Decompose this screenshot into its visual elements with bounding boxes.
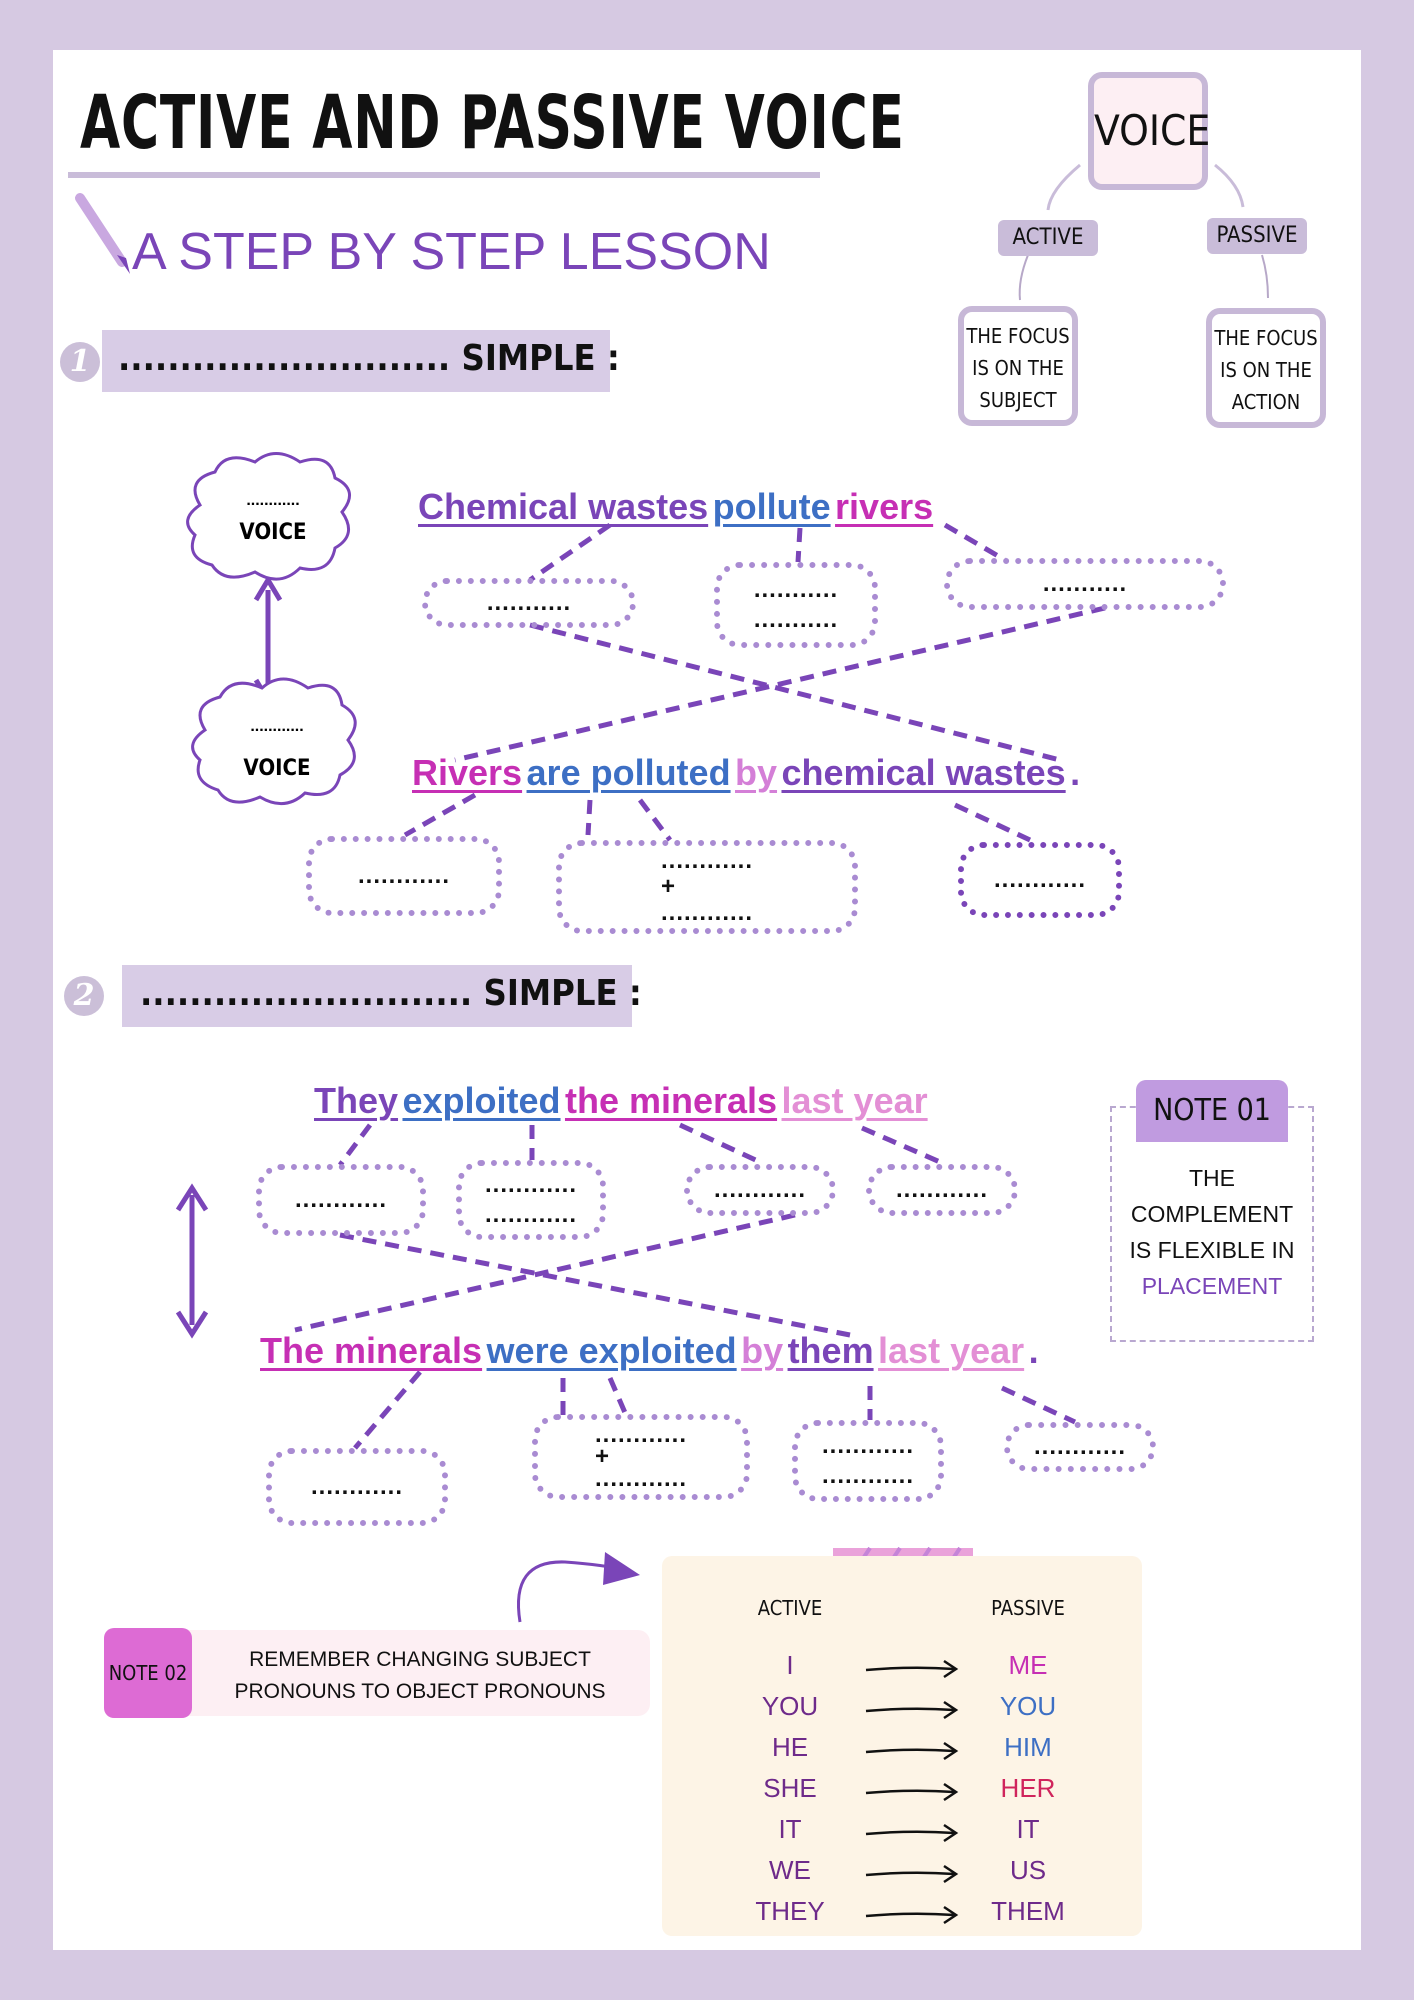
note-01-line: IS FLEXIBLE IN	[1129, 1237, 1295, 1263]
blank-pill[interactable]: ............	[684, 1164, 836, 1216]
section-2-active-sentence: They exploited the minerals last year	[314, 1080, 928, 1122]
active-focus-node: THE FOCUS IS ON THE SUBJECT	[958, 306, 1078, 426]
active-desc-line: THE FOCUS	[966, 324, 1070, 348]
blank-pill[interactable]: ............	[866, 1164, 1018, 1216]
blank-pill[interactable]: ............	[306, 836, 502, 916]
pronoun-passive: YOU	[999, 1691, 1057, 1721]
section-2-heading: ........................... SIMPLE :	[140, 973, 642, 1014]
verb-phrase: exploited	[402, 1080, 561, 1121]
right-arrow-icon	[862, 1736, 962, 1766]
subject-phrase: The minerals	[260, 1330, 483, 1371]
by-word: by	[735, 752, 778, 793]
pronoun-active: WE	[769, 1855, 811, 1885]
cloud-bottom-label: VOICE	[243, 756, 311, 781]
right-arrow-icon	[862, 1818, 962, 1848]
section-2-number: 2	[64, 976, 104, 1016]
page-title: ACTIVE AND PASSIVE VOICE	[80, 80, 905, 166]
right-arrow-icon	[862, 1654, 962, 1684]
section-1-passive-sentence: Rivers are polluted by chemical wastes .	[412, 752, 1080, 794]
pronoun-active: I	[786, 1650, 794, 1680]
blank-pill[interactable]: ........... ...........	[714, 562, 878, 648]
blank-pill[interactable]: ............	[266, 1448, 448, 1526]
subject-phrase: Chemical wastes	[418, 486, 709, 527]
pronoun-active-header: ACTIVE	[757, 1596, 823, 1620]
verb-phrase: pollute	[712, 486, 831, 527]
note-01-line: COMPLEMENT	[1130, 1201, 1294, 1227]
pronoun-active: THEY	[755, 1896, 825, 1926]
section-1-heading: ........................... SIMPLE :	[118, 338, 620, 379]
passive-desc-line: THE FOCUS	[1214, 326, 1318, 350]
blank-pill[interactable]: ...........	[422, 578, 636, 628]
section-1-band	[102, 330, 610, 392]
pencil-icon	[75, 193, 130, 274]
object-phrase: rivers	[835, 486, 934, 527]
voice-root-node: VOICE	[1088, 72, 1210, 190]
pronoun-active: YOU	[761, 1691, 819, 1721]
right-arrow-icon	[862, 1900, 962, 1930]
note-02-box	[104, 1630, 650, 1716]
active-desc-line: IS ON THE	[972, 356, 1064, 380]
time-phrase: last year	[878, 1330, 1025, 1371]
blank-pill[interactable]: ............	[256, 1164, 426, 1236]
section-2-band	[122, 965, 632, 1027]
pronoun-passive-header: PASSIVE	[991, 1596, 1065, 1620]
passive-desc-line: ACTION	[1231, 390, 1301, 414]
blank-pill[interactable]: ...........	[944, 558, 1226, 610]
right-arrow-icon	[862, 1859, 962, 1889]
pronoun-active: SHE	[763, 1773, 817, 1803]
passive-desc-line: IS ON THE	[1220, 358, 1312, 382]
note-01-label: NOTE 01	[1136, 1080, 1288, 1142]
sentence-end: .	[1028, 1330, 1039, 1371]
pronoun-passive: IT	[1016, 1814, 1040, 1844]
blank-pill[interactable]: ............ + ............	[532, 1414, 750, 1500]
note-02-line: REMEMBER CHANGING SUBJECT	[249, 1648, 591, 1671]
cloud-bottom-shape	[191, 677, 357, 805]
blank-pill[interactable]: ............ + ............	[556, 840, 858, 934]
subject-phrase: They	[314, 1080, 399, 1121]
section-1-number: 1	[60, 342, 100, 382]
agent-phrase: chemical wastes	[781, 752, 1066, 793]
cloud-top-blank: ............	[246, 492, 300, 509]
verb-phrase: are polluted	[526, 752, 731, 793]
pronoun-passive: ME	[1008, 1650, 1048, 1680]
pronoun-passive: HIM	[1004, 1732, 1052, 1762]
blank-pill[interactable]: ............ ............	[792, 1420, 944, 1502]
time-phrase: last year	[781, 1080, 928, 1121]
agent-phrase: them	[787, 1330, 874, 1371]
blank-pill[interactable]: ............ ............	[456, 1160, 606, 1240]
cloud-top-shape	[186, 452, 351, 581]
subject-phrase: Rivers	[412, 752, 523, 793]
section-1-active-sentence: Chemical wastes pollute rivers	[418, 486, 933, 528]
passive-tag: PASSIVE	[1207, 218, 1307, 254]
pronoun-passive: US	[1009, 1855, 1047, 1885]
page-subtitle: A STEP BY STEP LESSON	[132, 223, 771, 281]
cloud-bottom-blank: ............	[250, 718, 304, 735]
right-arrow-icon	[862, 1695, 962, 1725]
active-tag: ACTIVE	[998, 220, 1098, 256]
cloud-top-label: VOICE	[239, 520, 307, 545]
by-word: by	[741, 1330, 784, 1371]
verb-phrase: were exploited	[486, 1330, 737, 1371]
note-01-highlight: PLACEMENT	[1141, 1273, 1283, 1299]
section-2-passive-sentence: The minerals were exploited by them last…	[260, 1330, 1039, 1372]
note-02-label: NOTE 02	[104, 1628, 192, 1718]
active-desc-line: SUBJECT	[979, 388, 1057, 412]
note-02-line: PRONOUNS TO OBJECT PRONOUNS	[234, 1680, 606, 1703]
title-underline	[68, 172, 820, 178]
blank-pill[interactable]: ............	[958, 842, 1122, 918]
pronoun-passive: THEM	[991, 1896, 1065, 1926]
pronoun-active: HE	[771, 1732, 809, 1762]
object-phrase: the minerals	[564, 1080, 778, 1121]
blank-pill[interactable]: ............	[1004, 1422, 1156, 1472]
pronoun-passive: HER	[1000, 1773, 1056, 1803]
pronoun-active: IT	[778, 1814, 802, 1844]
note-02-text: REMEMBER CHANGING SUBJECT PRONOUNS TO OB…	[200, 1644, 640, 1708]
sentence-end: .	[1070, 752, 1081, 793]
right-arrow-icon	[862, 1777, 962, 1807]
note-01-line: THE	[1189, 1165, 1235, 1191]
passive-focus-node: THE FOCUS IS ON THE ACTION	[1206, 308, 1326, 428]
